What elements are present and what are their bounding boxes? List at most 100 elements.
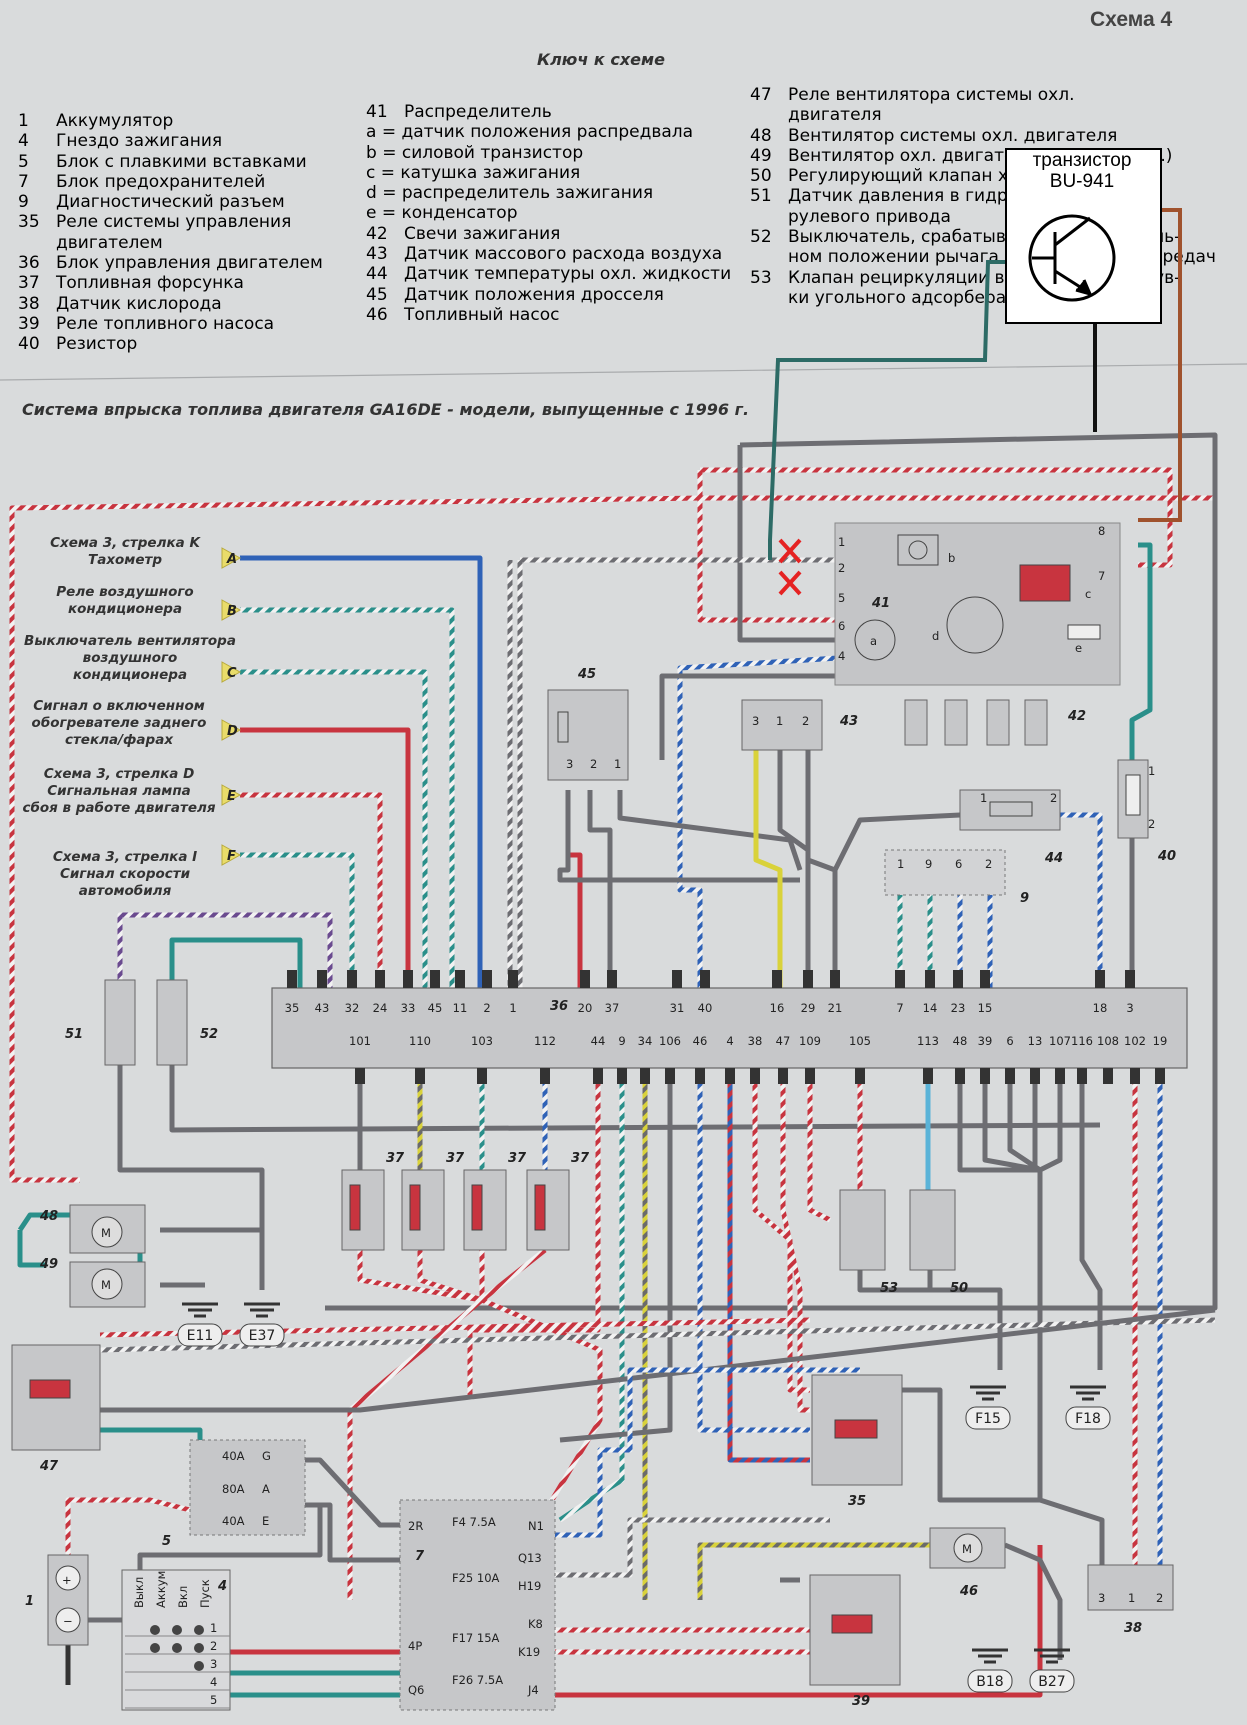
dist-a-label: a bbox=[870, 634, 877, 648]
ecu-bottom-pin-label: 9 bbox=[618, 1034, 625, 1048]
wire bbox=[169, 937, 303, 990]
ecu-pin-terminal bbox=[317, 970, 327, 988]
signal-connector: B bbox=[221, 599, 242, 621]
wire bbox=[557, 790, 800, 883]
ecu-pin-terminal bbox=[1077, 1068, 1087, 1084]
ecu-pin-terminal bbox=[607, 970, 617, 988]
legend-item: e = конденсатор bbox=[366, 203, 518, 224]
ground-symbol: F18 bbox=[1065, 1385, 1111, 1430]
component-9-label: 9 bbox=[1020, 891, 1029, 906]
ground-symbol: E37 bbox=[239, 1302, 285, 1347]
ecu-pin-terminal bbox=[953, 970, 963, 988]
wire bbox=[240, 669, 428, 990]
relay-coil bbox=[29, 1379, 71, 1399]
ecu-pin-terminal bbox=[700, 970, 710, 988]
svg-text:2: 2 bbox=[1148, 817, 1155, 831]
camshaft-sensor-a bbox=[854, 619, 896, 661]
ecu-top-pin-label: 37 bbox=[605, 1001, 620, 1015]
svg-text:1: 1 bbox=[980, 791, 987, 805]
wire bbox=[160, 1227, 265, 1290]
ecu-pin-terminal bbox=[750, 1068, 760, 1084]
svg-text:K8: K8 bbox=[528, 1617, 543, 1631]
motor-letter: M bbox=[101, 1278, 111, 1292]
wire bbox=[832, 812, 961, 872]
svg-text:Q6: Q6 bbox=[408, 1683, 424, 1697]
component-51-label: 51 bbox=[65, 1027, 83, 1042]
battery-plus-terminal bbox=[55, 1565, 81, 1591]
ground-symbol: B18 bbox=[967, 1648, 1013, 1693]
ecu-pin-terminal bbox=[1130, 1068, 1140, 1084]
ignition-contact bbox=[194, 1661, 204, 1671]
ecu-top-pin-label: 15 bbox=[978, 1001, 993, 1015]
idle-control-valve-50 bbox=[909, 1189, 956, 1271]
ecu-bottom-pin-label: 102 bbox=[1124, 1034, 1146, 1048]
svg-text:2: 2 bbox=[590, 757, 597, 771]
ecu-pin-terminal bbox=[1005, 1068, 1015, 1084]
ecu-bottom-pin-label: 48 bbox=[953, 1034, 968, 1048]
ecu-pin-terminal bbox=[980, 970, 990, 988]
svg-text:1: 1 bbox=[614, 757, 621, 771]
ecu-top-pin-label: 29 bbox=[801, 1001, 816, 1015]
ignition-contact bbox=[150, 1643, 160, 1653]
minus-glyph: − bbox=[63, 1614, 73, 1628]
svg-text:N1: N1 bbox=[528, 1519, 544, 1533]
ecu-number: 36 bbox=[550, 999, 568, 1014]
ecu-bottom-pin-label: 34 bbox=[638, 1034, 653, 1048]
legend-item: c = катушка зажигания bbox=[366, 162, 581, 183]
wire bbox=[1129, 542, 1153, 760]
signal-letter: C bbox=[227, 666, 237, 681]
scheme-title: Схема 4 bbox=[1090, 8, 1173, 31]
legend-item: ки угольного адсорбера bbox=[788, 287, 1007, 308]
ecu-bottom-pin-label: 110 bbox=[409, 1034, 431, 1048]
ecu-top-pin-label: 18 bbox=[1093, 1001, 1108, 1015]
ecu-pin-terminal bbox=[1030, 1068, 1040, 1084]
wire bbox=[807, 1060, 832, 1223]
injector-coil bbox=[409, 1184, 421, 1231]
wire bbox=[890, 1387, 1040, 1503]
ecu-bottom-pin-label: 107 bbox=[1049, 1034, 1071, 1048]
component-45-label: 45 bbox=[577, 667, 596, 682]
svg-text:G: G bbox=[262, 1449, 271, 1463]
wire bbox=[240, 792, 383, 990]
svg-text:4: 4 bbox=[838, 649, 845, 663]
power-transistor-symbol bbox=[908, 540, 928, 560]
svg-text:2: 2 bbox=[985, 857, 992, 871]
component-49-label: 49 bbox=[39, 1257, 58, 1272]
fuel-injector bbox=[526, 1169, 570, 1251]
ecu-top-pin-label: 21 bbox=[828, 1001, 843, 1015]
ecu-bottom-pin-label: 39 bbox=[978, 1034, 993, 1048]
wire bbox=[677, 655, 839, 990]
ecu-bottom-pin-label: 38 bbox=[748, 1034, 763, 1048]
ground-label: F15 bbox=[975, 1411, 1001, 1427]
spark-plug bbox=[986, 699, 1010, 746]
ground-symbol: F15 bbox=[965, 1385, 1011, 1430]
ecu-pin-terminal bbox=[725, 1068, 735, 1084]
relay-coil bbox=[831, 1614, 873, 1634]
ignition-terminal-number: 5 bbox=[210, 1693, 217, 1707]
svg-text:2: 2 bbox=[1050, 791, 1057, 805]
svg-text:5: 5 bbox=[838, 591, 845, 605]
separator-line bbox=[0, 363, 1247, 381]
ecu-pin-terminal bbox=[375, 970, 385, 988]
svg-text:6: 6 bbox=[838, 619, 845, 633]
wire bbox=[17, 1230, 45, 1268]
svg-text:40A: 40A bbox=[222, 1514, 245, 1528]
neutral-position-switch bbox=[156, 979, 188, 1066]
ecu-top-pin-label: 32 bbox=[345, 1001, 360, 1015]
ecu-bottom-pin-label: 105 bbox=[849, 1034, 871, 1048]
motor-letter: M bbox=[962, 1542, 972, 1556]
ecu-pin-terminal bbox=[403, 970, 413, 988]
wire bbox=[753, 750, 783, 990]
ecu-pin-terminal bbox=[830, 970, 840, 988]
